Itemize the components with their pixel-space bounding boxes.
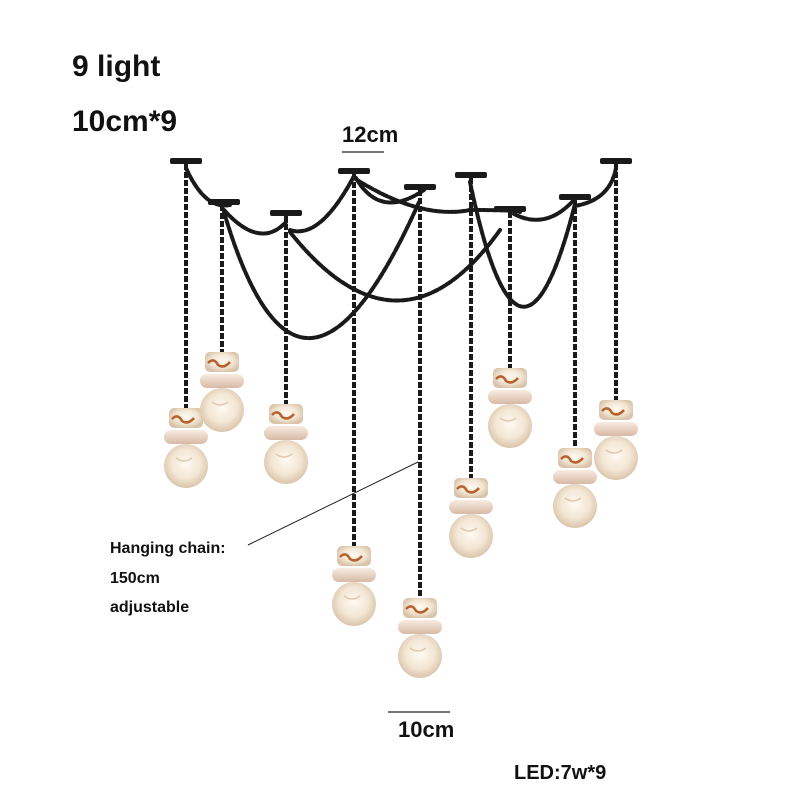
canopy	[170, 158, 202, 164]
hanging-chains	[184, 164, 618, 598]
canopy	[270, 210, 302, 216]
pendant	[449, 478, 493, 558]
pendant	[264, 404, 308, 484]
pendant	[200, 352, 244, 432]
product-title: 9 light	[72, 50, 161, 83]
canopy-size-label: 12cm	[342, 122, 399, 147]
pendant	[553, 448, 597, 528]
shade-size-label: 10cm*9	[72, 105, 178, 138]
chain-leader-line	[247, 461, 419, 546]
swag-chains	[184, 166, 618, 340]
pendant	[398, 598, 442, 678]
canopy	[559, 194, 591, 200]
canopy	[494, 206, 526, 212]
canopy	[455, 172, 487, 178]
chain-note-line1: Hanging chain:	[110, 540, 226, 557]
bottom-size-label: 10cm	[398, 717, 455, 742]
canopy	[600, 158, 632, 164]
canopy	[404, 184, 436, 190]
ceiling-canopies	[170, 158, 632, 216]
pendant-lights	[164, 352, 638, 678]
canopy	[208, 199, 240, 205]
pendant	[488, 368, 532, 448]
chain-note-line3: adjustable	[110, 599, 190, 616]
power-spec-label: LED:7w*9	[514, 762, 607, 784]
pendant	[164, 408, 208, 488]
pendant	[594, 400, 638, 480]
pendant	[332, 546, 376, 626]
chain-note-line2: 150cm	[110, 570, 160, 587]
canopy	[338, 168, 370, 174]
